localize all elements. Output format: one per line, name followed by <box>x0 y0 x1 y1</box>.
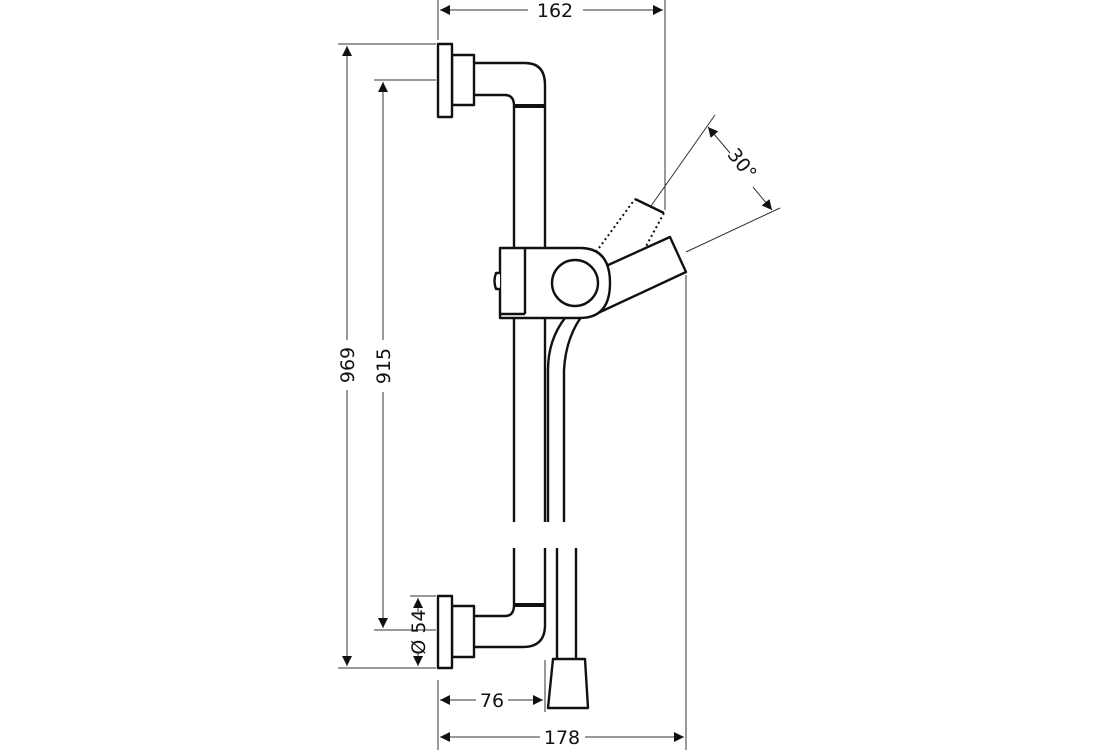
dimension-flange-diameter: Ø 54 <box>408 595 436 669</box>
dimension-wall-offset: 76 <box>440 660 546 712</box>
dimension-top-width: 162 <box>437 0 666 210</box>
dimension-label-30-degrees: 30° <box>723 144 761 184</box>
dimension-label-178: 178 <box>544 727 580 749</box>
shower-holder <box>493 235 688 320</box>
shower-hose <box>546 311 590 710</box>
dimension-mount-spacing: 915 <box>373 79 436 631</box>
dimension-label-915: 915 <box>373 348 395 384</box>
dimension-label-54: Ø 54 <box>408 609 430 654</box>
tilted-handle-outline <box>595 198 665 253</box>
holder-ring <box>550 258 600 308</box>
top-wall-mount <box>436 42 547 119</box>
bottom-wall-mount <box>436 594 547 670</box>
dimension-total-depth: 178 <box>437 275 687 750</box>
locking-knob <box>493 271 500 291</box>
dimension-tilt-angle: 30° <box>650 114 781 253</box>
handle <box>596 235 688 315</box>
shower-rail <box>512 106 547 605</box>
dimension-label-969: 969 <box>337 347 359 383</box>
dimension-label-76: 76 <box>480 690 504 712</box>
hose-connector <box>546 657 590 710</box>
dimension-label-162: 162 <box>537 0 573 22</box>
dimension-overall-height: 969 <box>337 43 436 669</box>
